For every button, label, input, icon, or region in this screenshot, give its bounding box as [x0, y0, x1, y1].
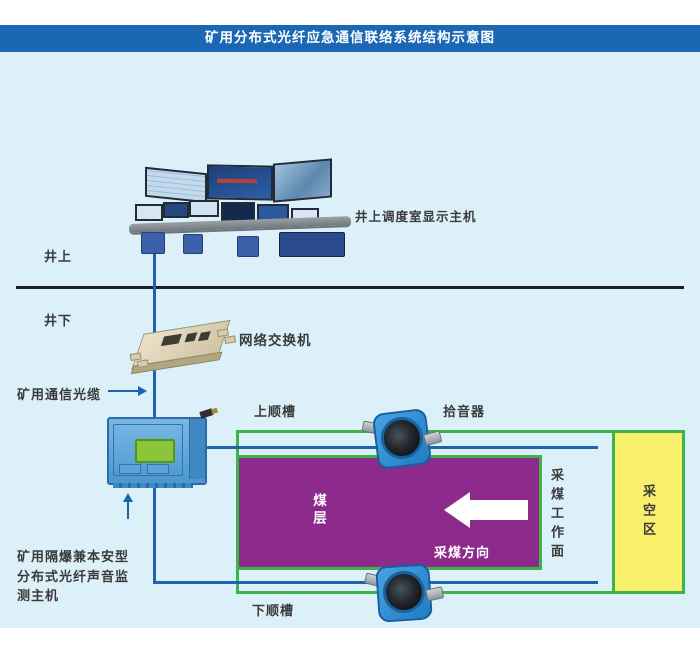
upper-gateway-label: 上顺槽 [254, 405, 297, 420]
monitor-host-label-line2: 分布式光纤声音监 [17, 569, 130, 585]
pickup-device-lower [363, 563, 445, 623]
console-monitor [135, 204, 163, 221]
page-title: 矿用分布式光纤应急通信联络系统结构示意图 [205, 30, 495, 46]
console-wall-screen-left [145, 166, 207, 204]
host-heatsink-fins [113, 483, 193, 488]
arrow-head [444, 492, 470, 528]
monitor-host-label: 矿用隔爆兼本安型 分布式光纤声音监 测主机 [17, 548, 129, 607]
mining-direction-arrow-icon [444, 492, 528, 528]
host-front-frame [113, 424, 183, 476]
console-monitor [221, 202, 255, 221]
console-wall-screen-right [273, 158, 332, 203]
right-arrow-icon [108, 386, 147, 396]
arrow-shaft [108, 389, 138, 393]
network-switch-label: 网络交换机 [239, 333, 312, 349]
console-leg [183, 234, 203, 254]
console-leg [141, 232, 165, 254]
working-face-label: 采煤工作面 [548, 468, 563, 563]
console-monitor [163, 202, 189, 218]
switch-port-slot [198, 331, 211, 342]
monitor-host-label-line1: 矿用隔爆兼本安型 [17, 550, 130, 565]
fiber-cable-vertical-upper [153, 237, 156, 424]
console-cabinet [279, 232, 345, 257]
pickup-label: 拾音器 [443, 405, 486, 420]
host-panel-button [119, 464, 141, 474]
arrow-head [123, 493, 133, 502]
underground-label: 井下 [44, 314, 73, 329]
title-bar: 矿用分布式光纤应急通信联络系统结构示意图 [0, 25, 700, 52]
switch-port-slot [160, 333, 182, 347]
console-wall-screen-middle [207, 164, 273, 201]
lower-gateway-label: 下顺槽 [252, 604, 295, 619]
host-green-display [135, 439, 175, 463]
host-hinge-panel [189, 419, 205, 479]
up-arrow-icon [123, 493, 133, 519]
pickup-device-upper [361, 407, 443, 471]
console-monitor [189, 200, 219, 217]
host-panel-button [147, 464, 169, 474]
switch-port-slot [184, 332, 198, 343]
coal-seam-label: 煤层 [310, 493, 326, 528]
arrow-shaft [126, 502, 130, 519]
arrow-shaft [470, 500, 528, 520]
goaf-zone [612, 430, 685, 594]
console-host-label: 井上调度室显示主机 [355, 209, 477, 224]
surface-underground-divider [16, 286, 684, 289]
fiber-cable-vertical-lower [153, 487, 156, 583]
goaf-label: 采空区 [640, 484, 655, 541]
monitor-host-label-line3: 测主机 [17, 589, 60, 604]
mining-direction-label: 采煤方向 [434, 546, 491, 561]
console-leg [237, 236, 259, 257]
comm-cable-label: 矿用通信光缆 [17, 388, 102, 403]
surface-label: 井上 [44, 250, 73, 265]
arrow-head [138, 386, 147, 396]
dispatch-console-illustration [128, 158, 352, 257]
fiber-monitoring-host-illustration [107, 408, 214, 488]
switch-connector [224, 335, 237, 345]
